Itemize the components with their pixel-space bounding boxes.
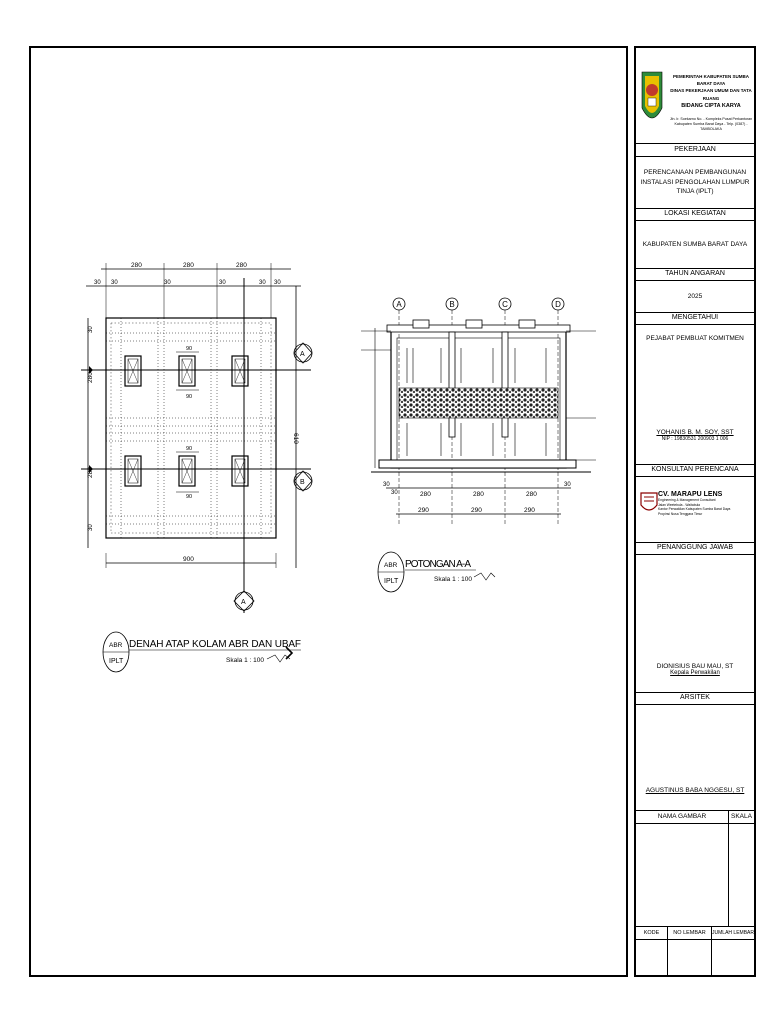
konsultan-label: KONSULTAN PERENCANA xyxy=(636,464,754,476)
plan-title-block: ABR IPLT DENAH ATAP KOLAM ABR DAN UBAF S… xyxy=(102,631,301,673)
sec-dim-30c: 30 xyxy=(564,482,571,488)
no-lembar-label: NO LEMBAR xyxy=(668,927,711,940)
dim-left-30a: 30 xyxy=(88,326,94,333)
dim-left-30b: 30 xyxy=(88,524,94,531)
grid-b: B xyxy=(449,300,454,309)
sec-dim-280c: 280 xyxy=(526,491,537,498)
pekerjaan-value: PERENCANAAN PEMBANGUNAN INSTALASI PENGOL… xyxy=(636,156,754,208)
section-scale: Skala 1 : 100 xyxy=(434,576,472,583)
dim-bottom: 900 xyxy=(183,556,194,563)
jumlah-lembar-label: JUMLAH LEMBAR xyxy=(712,927,754,940)
ppk-label: PEJABAT PEMBUAT KOMITMEN xyxy=(646,335,744,342)
sec-dim-290a: 290 xyxy=(418,507,429,514)
dim-left-1: 280 xyxy=(87,372,94,383)
mengetahui-label: MENGETAHUI xyxy=(636,312,754,324)
skala-label: SKALA xyxy=(729,811,754,824)
konsultan-sub2: Jalan Weetebula - Waitabula xyxy=(658,502,700,507)
dim-90-d: 90 xyxy=(186,494,192,500)
svg-text:A: A xyxy=(300,351,305,358)
roof-plan: 280 280 280 30 30 30 30 30 30 xyxy=(81,262,313,613)
dim-right: 610 xyxy=(292,433,299,444)
dim-30-a: 30 xyxy=(94,280,101,286)
plan-title: DENAH ATAP KOLAM ABR DAN UBAF xyxy=(129,639,301,650)
regency-emblem-icon xyxy=(641,71,663,119)
nama-gambar-label: NAMA GAMBAR xyxy=(636,811,728,824)
pekerjaan-label: PEKERJAAN xyxy=(636,143,754,156)
section-title: POTONGAN A-A xyxy=(405,559,471,570)
konsultan-sub3: Kantor Perwakilan Kabupaten Sumba Barat … xyxy=(658,507,731,512)
plan-tag-bottom: IPLT xyxy=(109,658,124,665)
agency-address: Jln. Ir. Soekarno No. - Kompleks Pusat P… xyxy=(669,116,753,131)
pj-label: PENANGGUNG JAWAB xyxy=(636,542,754,554)
konsultan-name: CV. MARAPU LENS xyxy=(658,491,723,498)
arsitek-name: AGUSTINUS BABA NGGESU, ST xyxy=(645,787,745,794)
section-tag-top: ABR xyxy=(384,562,398,569)
svg-text:A: A xyxy=(241,599,246,606)
dim-30-f: 30 xyxy=(274,280,281,286)
section-view: A B C D xyxy=(361,297,596,526)
section-marker-b: B xyxy=(293,470,313,492)
nama-gambar-section: NAMA GAMBAR SKALA xyxy=(636,810,754,926)
dim-top-3: 280 xyxy=(236,262,247,269)
konsultan-logo: CV. MARAPU LENS Engineering & Management… xyxy=(636,476,754,542)
sec-dim-280a: 280 xyxy=(420,491,431,498)
dim-30-c: 30 xyxy=(164,280,171,286)
dim-30-e: 30 xyxy=(259,280,266,286)
sec-dim-280b: 280 xyxy=(473,491,484,498)
plan-tag-top: ABR xyxy=(109,642,123,649)
dim-30-d: 30 xyxy=(219,280,226,286)
kode-label: KODE xyxy=(636,927,667,940)
sec-dim-30b: 30 xyxy=(391,490,398,496)
dim-left-2: 280 xyxy=(87,467,94,478)
pj-role: Kepala Perwakilan xyxy=(670,670,720,676)
dim-90-b: 90 xyxy=(186,394,192,400)
arsitek-section: AGUSTINUS BABA NGGESU, ST xyxy=(636,704,754,810)
sec-dim-290b: 290 xyxy=(471,507,482,514)
tahun-value: 2025 xyxy=(636,280,754,312)
section-title-block: ABR IPLT POTONGAN A-A Skala 1 : 100 xyxy=(377,551,496,593)
agency-header: PEMERINTAH KABUPATEN SUMBA BARAT DAYA DI… xyxy=(636,48,754,146)
sheet-info-section: KODE NO LEMBAR JUMLAH LEMBAR xyxy=(636,926,754,977)
arsitek-label: ARSITEK xyxy=(636,692,754,704)
section-tag-bottom: IPLT xyxy=(384,578,399,585)
grid-d: D xyxy=(555,300,561,309)
agency-line1: PEMERINTAH KABUPATEN SUMBA BARAT DAYA xyxy=(673,74,749,87)
drawing-sheet: 280 280 280 30 30 30 30 30 30 xyxy=(29,46,628,977)
grid-a: A xyxy=(396,300,402,309)
svg-text:B: B xyxy=(300,479,305,486)
agency-line3: BIDANG CIPTA KARYA xyxy=(681,102,741,109)
sec-dim-30a: 30 xyxy=(383,482,390,488)
grid-c: C xyxy=(502,300,508,309)
ppk-nip: NIP : 19830531 200903 1 006 xyxy=(661,436,729,442)
lokasi-label: LOKASI KEGIATAN xyxy=(636,208,754,220)
title-block: PEMERINTAH KABUPATEN SUMBA BARAT DAYA DI… xyxy=(634,46,756,977)
agency-line2: DINAS PEKERJAAN UMUM DAN TATA RUANG xyxy=(670,88,752,101)
lokasi-value: KABUPATEN SUMBA BARAT DAYA xyxy=(636,220,754,268)
dim-90-c: 90 xyxy=(186,446,192,452)
pj-section: DIONISIUS BAU MAU, ST Kepala Perwakilan xyxy=(636,554,754,692)
dim-top-2: 280 xyxy=(183,262,194,269)
konsultan-sub4: Propinsi Nusa Tenggara Timur xyxy=(658,511,703,516)
dim-90-a: 90 xyxy=(186,346,192,352)
pj-name: DIONISIUS BAU MAU, ST xyxy=(656,663,734,670)
dim-top-1: 280 xyxy=(131,262,142,269)
section-marker-a: A xyxy=(293,342,313,364)
plan-scale: Skala 1 : 100 xyxy=(226,657,264,664)
ppk-section: PEJABAT PEMBUAT KOMITMEN YOHANIS B. M. S… xyxy=(636,324,754,464)
drawing-canvas: 280 280 280 30 30 30 30 30 30 xyxy=(81,262,596,673)
sec-dim-290c: 290 xyxy=(524,507,535,514)
konsultan-sub1: Engineering & Management Consultant xyxy=(658,498,716,502)
section-marker-c: A xyxy=(233,590,255,612)
marapu-lens-logo-icon xyxy=(640,492,658,511)
dim-30-b: 30 xyxy=(111,280,118,286)
tahun-label: TAHUN ANGARAN xyxy=(636,268,754,280)
ppk-name: YOHANIS B. M. SOY, SST xyxy=(656,429,734,436)
